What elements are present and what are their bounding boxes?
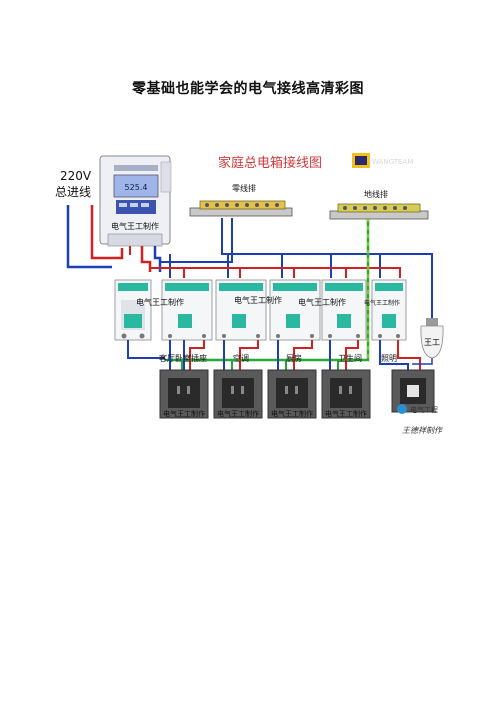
electric-meter: 525.4 电气王工制作 xyxy=(99,155,172,247)
outlet-2 xyxy=(213,369,263,419)
live-drops xyxy=(183,268,347,278)
neutral-bar-label: 零线排 xyxy=(232,183,256,193)
neutral-drops xyxy=(169,254,381,278)
diagram-heading: 家庭总电箱接线图 xyxy=(218,155,322,171)
live-bus-wire xyxy=(149,267,401,278)
branch-breaker-5 xyxy=(371,279,407,341)
outlet-label-2: 电气王工制作 xyxy=(217,409,259,418)
incoming-live-wire xyxy=(90,205,124,260)
signature-text: 王德祥制作 xyxy=(402,426,444,435)
ground-bar-label: 地线排 xyxy=(364,189,388,199)
logo-text: WANGTEAM xyxy=(372,158,413,166)
neutral-bus-wire xyxy=(221,218,433,320)
outlet-4 xyxy=(321,369,371,419)
outlet-label-1: 电气王工制作 xyxy=(163,409,205,418)
breaker-label-4: 电气王工制作 xyxy=(364,299,400,307)
breaker-label-3: 电气王工制作 xyxy=(298,297,346,307)
branch-breaker-4 xyxy=(321,279,367,341)
outlet-label-3: 电气王工制作 xyxy=(271,409,313,418)
watermark: 电气工程 xyxy=(397,404,438,414)
neutral-to-bar xyxy=(160,218,233,263)
bulb-label: 王工 xyxy=(424,338,440,347)
incoming-neutral-wire xyxy=(66,205,112,269)
circuit-label-5: 照明 xyxy=(381,354,397,363)
light-bulb: 王工 xyxy=(420,318,444,359)
breaker-label-2: 电气王工制作 xyxy=(234,295,282,305)
circuit-label-2: 空调 xyxy=(233,353,249,363)
ground-bar xyxy=(329,203,429,220)
meter-reading: 525.4 xyxy=(125,183,148,192)
circuit-label-4: 卫生间 xyxy=(338,353,362,363)
outlet-label-4: 电气王工制作 xyxy=(325,409,367,418)
incoming-voltage: 220V xyxy=(60,169,92,183)
meter-maker-label: 电气王工制作 xyxy=(111,221,159,231)
circuit-label-1: 客厅卧室插座 xyxy=(159,353,207,363)
circuit-label-3: 厨房 xyxy=(286,353,302,363)
page-title: 零基础也能学会的电气接线高清彩图 xyxy=(132,81,364,97)
watermark-text: 电气工程 xyxy=(410,405,438,414)
branch-breaker-1 xyxy=(161,279,213,341)
outlet-1 xyxy=(159,369,209,419)
meter-live-out xyxy=(140,246,152,272)
neutral-bar xyxy=(189,200,293,217)
main-breaker xyxy=(114,279,152,341)
incoming-label: 总进线 xyxy=(55,185,91,199)
outlet-3 xyxy=(267,369,317,419)
meter-neutral-out xyxy=(153,246,162,272)
branch-breaker-3 xyxy=(269,279,321,341)
breaker-label-1: 电气王工制作 xyxy=(136,297,184,307)
brand-logo: WANGTEAM xyxy=(352,153,413,168)
branch-breaker-2 xyxy=(215,279,267,341)
